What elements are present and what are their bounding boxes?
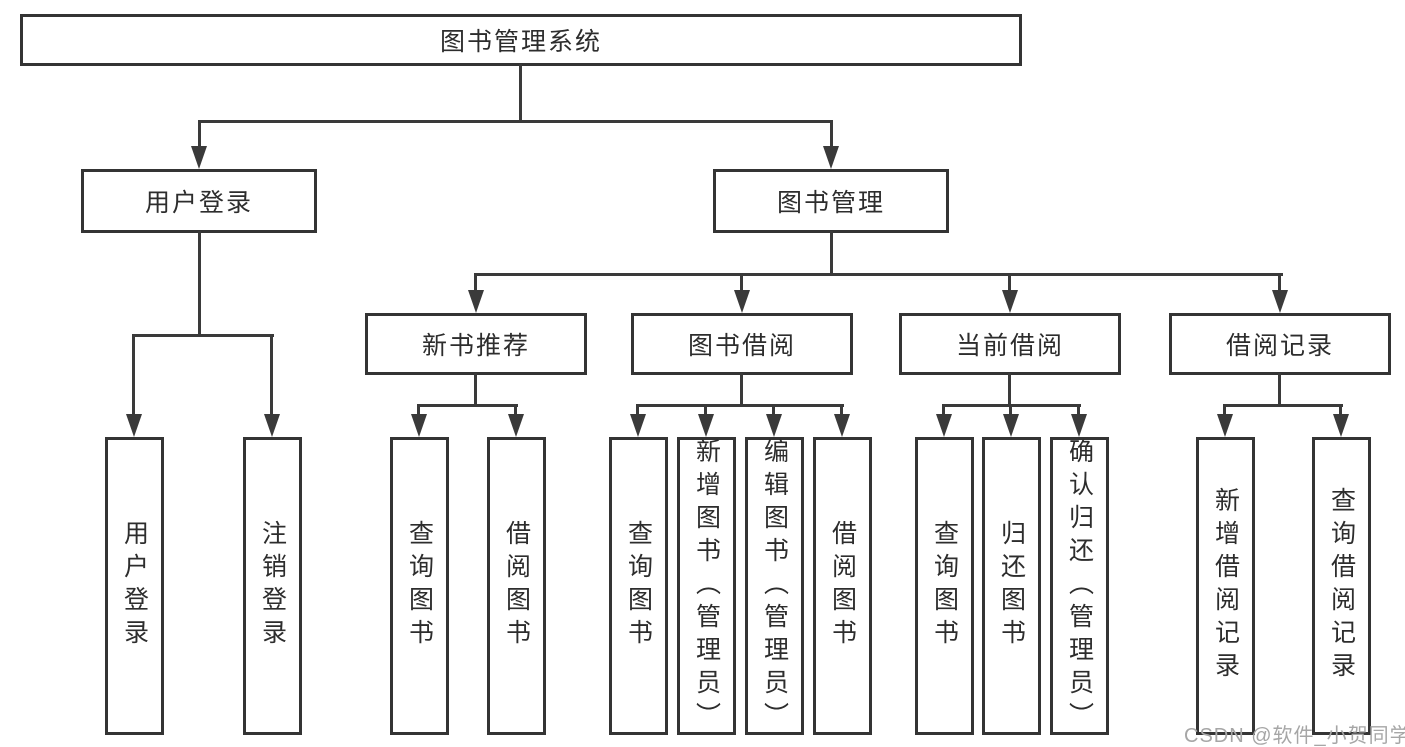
node-label: 查询图书	[930, 520, 959, 652]
connector-stem	[198, 120, 201, 150]
arrowhead-down-icon	[1071, 414, 1087, 437]
connector-rail	[474, 273, 1283, 276]
connector-rail	[636, 404, 844, 407]
arrowhead-down-icon	[1333, 414, 1349, 437]
node-label: 借阅图书	[502, 520, 531, 652]
arrowhead-down-icon	[823, 146, 839, 169]
connector-rail	[198, 120, 832, 123]
connector-stem	[1077, 404, 1080, 416]
node-label: 新书推荐	[421, 332, 530, 360]
arrowhead-down-icon	[126, 414, 142, 437]
connector-stem	[704, 404, 707, 416]
connector-stem	[1278, 273, 1281, 293]
node-label: 图书管理	[776, 189, 885, 217]
arrowhead-down-icon	[834, 414, 850, 437]
node-library-management-system: 图书管理系统	[20, 14, 1022, 66]
arrowhead-down-icon	[936, 414, 952, 437]
connector-stem	[1008, 373, 1011, 407]
arrowhead-down-icon	[191, 146, 207, 169]
arrowhead-down-icon	[1217, 414, 1233, 437]
connector-stem	[942, 404, 945, 416]
node-label: 当前借阅	[955, 332, 1064, 360]
node-label: 确认归还（管理员）	[1065, 437, 1094, 735]
node-label: 用户登录	[144, 189, 253, 217]
node-label: 新增图书（管理员）	[692, 437, 721, 735]
leaf-return-books: 归还图书	[982, 437, 1041, 735]
arrowhead-down-icon	[411, 414, 427, 437]
leaf-query-books-current: 查询图书	[915, 437, 974, 735]
connector-stem	[514, 404, 517, 416]
node-book-borrowing: 图书借阅	[631, 313, 853, 375]
leaf-query-borrow-record: 查询借阅记录	[1312, 437, 1371, 735]
node-current-borrowing: 当前借阅	[899, 313, 1121, 375]
csdn-watermark: CSDN @软件_小贺同学	[1184, 725, 1405, 747]
node-label: 新增借阅记录	[1211, 487, 1240, 685]
connector-stem	[519, 64, 522, 123]
leaf-borrow-books: 借阅图书	[813, 437, 872, 735]
node-book-management: 图书管理	[713, 169, 949, 233]
connector-stem	[1009, 404, 1012, 416]
connector-stem	[132, 334, 135, 416]
connector-rail	[1223, 404, 1343, 407]
connector-stem	[740, 373, 743, 407]
connector-stem	[474, 373, 477, 407]
arrowhead-down-icon	[1003, 414, 1019, 437]
node-user-login: 用户登录	[81, 169, 317, 233]
connector-stem	[417, 404, 420, 416]
connector-rail	[132, 334, 274, 337]
arrowhead-down-icon	[630, 414, 646, 437]
node-label: 归还图书	[997, 520, 1026, 652]
arrowhead-down-icon	[508, 414, 524, 437]
connector-rail	[417, 404, 518, 407]
connector-stem	[1278, 373, 1281, 407]
node-label: 借阅记录	[1225, 332, 1334, 360]
node-label: 图书管理系统	[439, 28, 602, 56]
leaf-borrow-books-recommend: 借阅图书	[487, 437, 546, 735]
leaf-add-borrow-record: 新增借阅记录	[1196, 437, 1255, 735]
arrowhead-down-icon	[468, 290, 484, 313]
node-new-book-recommend: 新书推荐	[365, 313, 587, 375]
arrowhead-down-icon	[1002, 290, 1018, 313]
connector-stem	[270, 334, 273, 416]
connector-stem	[636, 404, 639, 416]
connector-stem	[740, 273, 743, 293]
leaf-confirm-return-admin: 确认归还（管理员）	[1050, 437, 1109, 735]
connector-stem	[1223, 404, 1226, 416]
node-label: 借阅图书	[828, 520, 857, 652]
connector-stem	[840, 404, 843, 416]
connector-stem	[830, 231, 833, 276]
node-borrowing-records: 借阅记录	[1169, 313, 1391, 375]
node-label: 查询图书	[624, 520, 653, 652]
connector-stem	[772, 404, 775, 416]
node-label: 编辑图书（管理员）	[760, 437, 789, 735]
arrowhead-down-icon	[766, 414, 782, 437]
leaf-logout: 注销登录	[243, 437, 302, 735]
connector-stem	[198, 231, 201, 337]
arrowhead-down-icon	[1272, 290, 1288, 313]
node-label: 用户登录	[120, 520, 149, 652]
connector-stem	[1008, 273, 1011, 293]
connector-stem	[830, 120, 833, 150]
arrowhead-down-icon	[698, 414, 714, 437]
connector-stem	[474, 273, 477, 293]
node-label: 查询图书	[405, 520, 434, 652]
leaf-user-login: 用户登录	[105, 437, 164, 735]
leaf-add-books-admin: 新增图书（管理员）	[677, 437, 736, 735]
arrowhead-down-icon	[734, 290, 750, 313]
node-label: 查询借阅记录	[1327, 487, 1356, 685]
leaf-query-books-recommend: 查询图书	[390, 437, 449, 735]
arrowhead-down-icon	[264, 414, 280, 437]
node-label: 图书借阅	[687, 332, 796, 360]
node-label: 注销登录	[258, 520, 287, 652]
leaf-edit-books-admin: 编辑图书（管理员）	[745, 437, 804, 735]
leaf-query-books-borrowing: 查询图书	[609, 437, 668, 735]
connector-stem	[1339, 404, 1342, 416]
